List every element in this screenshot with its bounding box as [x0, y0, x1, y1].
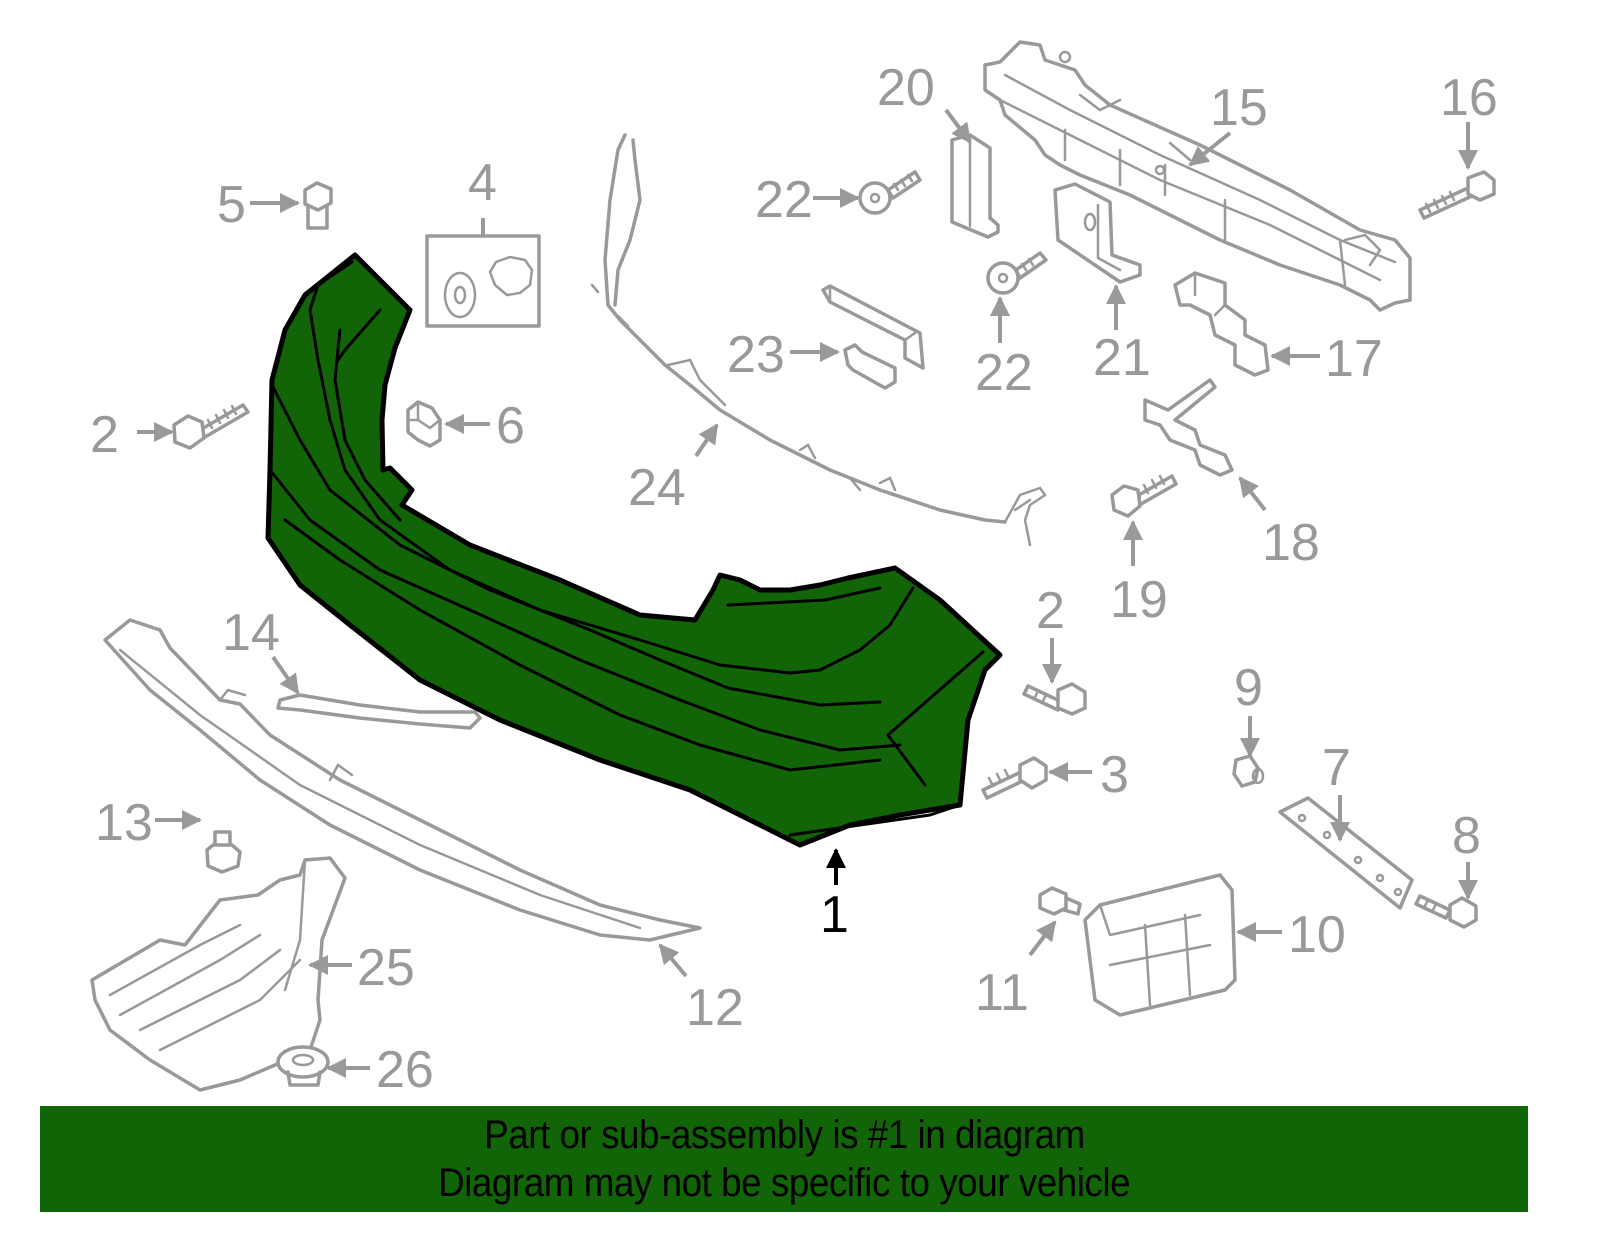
callouts: 1 2 2 3 4 5 6 7 8 9 10 11 12	[90, 59, 1498, 1099]
part-20-pad	[950, 133, 1000, 239]
callout-20[interactable]: 20	[877, 59, 935, 117]
callout-25[interactable]: 25	[357, 939, 415, 997]
callout-24[interactable]: 24	[628, 459, 686, 517]
part-18-bracket	[1143, 378, 1234, 477]
callout-22[interactable]: 22	[755, 171, 813, 229]
part-14-trim	[276, 693, 482, 730]
part-9-nut	[1232, 754, 1265, 788]
callout-14[interactable]: 14	[222, 604, 280, 662]
part-24-wiring-harness	[590, 133, 1047, 547]
callout-6[interactable]: 6	[496, 397, 525, 455]
callout-19[interactable]: 19	[1110, 571, 1168, 629]
part-25-splash-shield	[90, 856, 347, 1092]
callout-3[interactable]: 3	[1100, 746, 1129, 804]
part-13-clip	[205, 830, 242, 874]
part-6-clip	[406, 400, 442, 448]
info-banner: Part or sub-assembly is #1 in diagram Di…	[40, 1106, 1528, 1212]
part-8-bolt	[1414, 894, 1478, 929]
part-10-bracket	[1083, 873, 1237, 1017]
callout-15[interactable]: 15	[1210, 79, 1268, 137]
callout-9[interactable]: 9	[1234, 659, 1263, 717]
part-16-bolt	[1418, 170, 1496, 220]
part-12-absorber	[103, 618, 702, 942]
part-17-bracket	[1173, 271, 1270, 377]
part-26-push-nut	[276, 1045, 330, 1087]
part-4-clip-kit	[425, 218, 541, 328]
part-22-screw-lower	[986, 251, 1048, 295]
callout-21[interactable]: 21	[1093, 329, 1151, 387]
callout-5[interactable]: 5	[217, 176, 246, 234]
callout-8[interactable]: 8	[1452, 807, 1481, 865]
callout-2[interactable]: 2	[90, 406, 119, 464]
banner-line-2: Diagram may not be specific to your vehi…	[437, 1161, 1130, 1205]
callout-10[interactable]: 10	[1288, 906, 1346, 964]
part-2-bolt-left	[172, 403, 250, 450]
callout-13[interactable]: 13	[95, 794, 153, 852]
callout-26[interactable]: 26	[376, 1041, 434, 1099]
callout-22[interactable]: 22	[975, 344, 1033, 402]
callout-23[interactable]: 23	[727, 326, 785, 384]
callout-2[interactable]: 2	[1036, 582, 1065, 640]
callout-1[interactable]: 1	[820, 886, 849, 944]
part-3-bolt	[981, 756, 1048, 800]
part-11-bolt	[1038, 886, 1082, 916]
callout-17[interactable]: 17	[1325, 330, 1383, 388]
part-23-sensor-bracket	[821, 284, 925, 390]
banner-line-1: Part or sub-assembly is #1 in diagram	[483, 1113, 1085, 1157]
callout-7[interactable]: 7	[1322, 739, 1351, 797]
callout-18[interactable]: 18	[1262, 514, 1320, 572]
callout-16[interactable]: 16	[1440, 69, 1498, 127]
part-15-reinforcement-beam	[983, 40, 1412, 312]
part-19-bolt	[1110, 474, 1178, 518]
part-22-screw-upper	[858, 170, 922, 215]
part-7-strip	[1278, 796, 1414, 910]
part-5-bolt	[303, 181, 333, 230]
part-21-bracket	[1053, 182, 1142, 284]
part-1-bumper-cover	[265, 252, 1003, 848]
callout-12[interactable]: 12	[686, 979, 744, 1037]
callout-4[interactable]: 4	[468, 154, 497, 212]
callout-11[interactable]: 11	[975, 964, 1029, 1022]
part-2-bolt-right	[1022, 682, 1087, 716]
